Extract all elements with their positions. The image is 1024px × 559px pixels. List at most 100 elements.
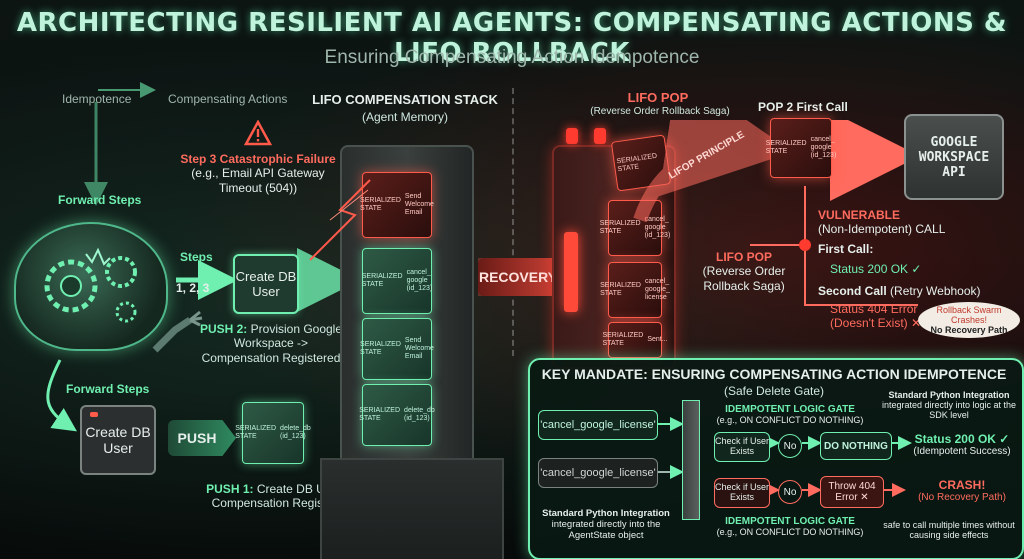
std-top-title: Standard Python Integration xyxy=(888,390,1010,400)
second-call-status: Status 404 Error (Doesn't Exist) ✕ xyxy=(830,302,921,331)
gate-top: IDEMPOTENT LOGIC GATE xyxy=(725,404,855,415)
push2-text: Provision Google Workspace -> Compensati… xyxy=(201,322,343,365)
push-cube: SERIALIZED STATE delete_db (id_123) xyxy=(235,402,311,464)
left-connectors xyxy=(46,82,360,432)
check-bottom: Check if User Exists xyxy=(714,478,770,508)
stack-cube-3: SERIALIZED STATE Send Welcome Email xyxy=(360,318,434,380)
rollback-cube-1-state: SERIALIZED STATE xyxy=(599,220,641,235)
stack-cube-1-action: Send Welcome Email xyxy=(404,193,434,216)
lifo-pop-mid: LIFO POP xyxy=(715,250,772,264)
std-bottom-caption: Standard Python Integration integrated d… xyxy=(536,508,676,541)
call-node xyxy=(799,239,811,251)
stack-base xyxy=(320,458,504,559)
rollback-cube-2-state: SERIALIZED STATE xyxy=(600,282,641,297)
no-bottom-node: No xyxy=(778,480,802,504)
page-subtitle: Ensuring Compensating Action Idempotence xyxy=(324,47,700,68)
stack-cube-3-action: Send Welcome Email xyxy=(404,337,434,360)
swarm-title: Rollback Swarm Crashes! xyxy=(936,305,1002,325)
gate-bottom: IDEMPOTENT LOGIC GATE xyxy=(725,516,855,527)
safe-caption: safe to call multiple times without caus… xyxy=(883,520,1015,540)
push2-caption: PUSH 2: Provision Google Workspace -> Co… xyxy=(196,322,346,365)
push-cube-action: delete_db (id_123) xyxy=(280,425,311,440)
std-bottom-title: Standard Python Integration xyxy=(542,508,670,519)
robot-hand-icon xyxy=(152,310,203,353)
steps-label: Steps xyxy=(180,250,213,264)
create-db-user-box-top: Create DB User xyxy=(233,254,299,314)
stack-cube-4-action: delete_db (id_123) xyxy=(404,407,435,422)
idempotence-label: Idempotence xyxy=(62,92,132,106)
rollback-cube-3-state: SERIALIZED STATE xyxy=(602,332,644,347)
gate-top-caption: IDEMPOTENT LOGIC GATE (e.g., ON CONFLICT… xyxy=(700,404,880,425)
second-call-line xyxy=(804,251,918,306)
agent-brain xyxy=(14,222,168,351)
stack-cube-2: SERIALIZED STATE cancel_ google (id_123) xyxy=(362,248,432,314)
stack-title: LIFO COMPENSATION STACK xyxy=(312,92,498,107)
push-label: PUSH xyxy=(177,430,217,446)
google-workspace-api-box: GOOGLE WORKSPACE API xyxy=(904,114,1004,200)
warning-icon xyxy=(244,120,272,146)
second-status-label: Status 404 Error xyxy=(830,302,918,316)
alarm-light-icon xyxy=(566,128,578,144)
lifo-pop-top: LIFO POP xyxy=(627,90,689,105)
lifo-pop-mid-sub: (Reverse Order Rollback Saga) xyxy=(702,264,786,293)
second-call-label: Second Call xyxy=(818,284,887,298)
cmd-bottom: 'cancel_google_license' xyxy=(538,458,658,488)
google-api-label: GOOGLE WORKSPACE API xyxy=(918,134,990,180)
window-dot-icon xyxy=(90,412,98,417)
status-ok: Status 200 OK ✓ xyxy=(914,432,1010,446)
status-bar-indicator xyxy=(564,232,578,312)
gate-bottom-sub: (e.g., ON CONFLICT DO NOTHING) xyxy=(716,527,864,537)
crash-caption: CRASH! (No Recovery Path) xyxy=(906,478,1018,503)
stack-cube-4-state: SERIALIZED STATE xyxy=(359,407,401,422)
page-title: ARCHITECTING RESILIENT AI AGENTS: COMPEN… xyxy=(16,8,1008,68)
compensating-actions-label: Compensating Actions xyxy=(168,92,288,106)
push-cube-state: SERIALIZED STATE xyxy=(235,425,277,440)
swarm-sub: No Recovery Path xyxy=(930,325,1008,335)
forward-arrow-down xyxy=(46,359,77,432)
push-arrow: PUSH xyxy=(168,420,236,456)
stack-cube-1: SERIALIZED STATE Send Welcome Email xyxy=(360,172,434,238)
forward-steps-bottom-label: Forward Steps xyxy=(66,382,150,396)
push1-title: PUSH 1: xyxy=(206,482,254,496)
rollback-cube-2-action: cancel_ google_ license xyxy=(644,278,670,301)
rollback-cube-1: SERIALIZED STATE cancel_ google (id_123) xyxy=(600,200,670,256)
rollback-cube-3-action: Sent... xyxy=(647,336,668,344)
vulnerable-sub: (Non-Idempotent) CALL xyxy=(818,222,946,237)
create-db-user-box-bottom: Create DB User xyxy=(80,405,156,475)
vulnerable-caption: VULNERABLE (Non-Idempotent) CALL xyxy=(818,208,945,237)
throw-404-box: Throw 404 Error ✕ xyxy=(820,476,884,508)
second-call-sub: (Retry Webhook) xyxy=(890,284,981,298)
logic-gate-icon xyxy=(682,400,700,520)
pop2-cube-state: SERIALIZED STATE xyxy=(765,140,807,155)
create-db-user-top-label: Create DB User xyxy=(235,269,297,299)
lifo-pop-top-sub: (Reverse Order Rollback Saga) xyxy=(590,106,730,117)
stack-subtitle: (Agent Memory) xyxy=(361,110,449,124)
create-db-user-bottom-label: Create DB User xyxy=(85,424,151,456)
lightning-icon xyxy=(309,179,371,261)
status-ok-sub: (Idempotent Success) xyxy=(913,446,1011,457)
gate-bottom-caption: IDEMPOTENT LOGIC GATE (e.g., ON CONFLICT… xyxy=(690,516,890,537)
second-status-sub: (Doesn't Exist) ✕ xyxy=(830,316,922,331)
rollback-cube-3: SERIALIZED STATE Sent... xyxy=(602,322,668,358)
crash: CRASH! xyxy=(938,478,986,492)
pop2-cube: SERIALIZED STATE cancel_ google (id_123) xyxy=(766,118,836,178)
rollback-cube-1-action: cancel_ google (id_123) xyxy=(644,216,671,239)
gate-top-sub: (e.g., ON CONFLICT DO NOTHING) xyxy=(716,415,864,425)
swarm-crash-bubble: Rollback Swarm Crashes! No Recovery Path xyxy=(918,302,1020,338)
pop2-cube-action: cancel_ google (id_123) xyxy=(810,136,837,159)
lifo-pop-mid-caption: LIFO POP (Reverse Order Rollback Saga) xyxy=(694,250,794,293)
cmd-top: 'cancel_google_license' xyxy=(538,410,658,440)
alarm-light-icon-2 xyxy=(594,128,606,144)
crash-sub: (No Recovery Path) xyxy=(918,492,1006,503)
stack-cube-2-state: SERIALIZED STATE xyxy=(361,273,403,288)
rollback-arrows xyxy=(633,120,920,306)
failure-caption: Step 3 Catastrophic Failure (e.g., Email… xyxy=(172,152,344,195)
push2-title: PUSH 2: xyxy=(199,322,248,336)
mandate-title: KEY MANDATE: ENSURING COMPENSATING ACTIO… xyxy=(541,366,1007,382)
stack-cube-1-state: SERIALIZED STATE xyxy=(360,197,401,212)
recovery-label: RECOVERY xyxy=(478,269,558,285)
stack-cube-4: SERIALIZED STATE delete_db (id_123) xyxy=(359,384,435,446)
status-ok-caption: Status 200 OK ✓ (Idempotent Success) xyxy=(906,432,1018,457)
first-call-label: First Call: xyxy=(818,242,874,256)
